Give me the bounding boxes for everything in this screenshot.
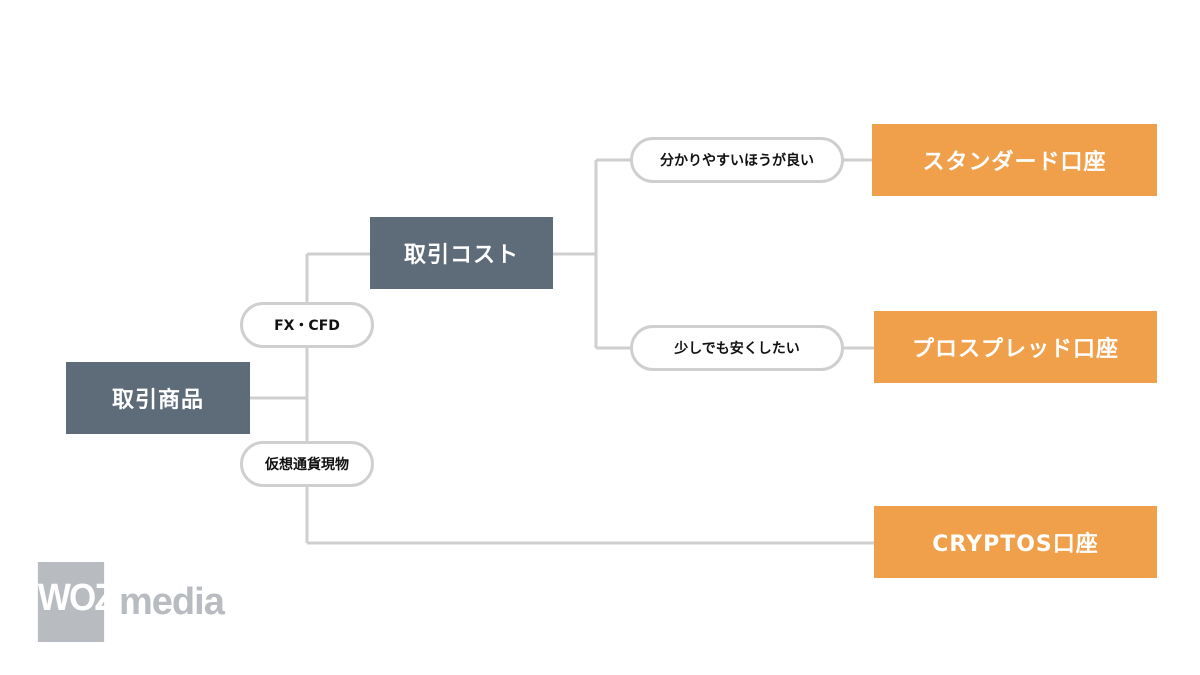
label-crypto-spot: 仮想通貨現物 [240,441,374,487]
node-standard: スタンダード口座 [872,124,1157,196]
node-prospread: プロスプレッド口座 [874,311,1157,383]
node-cryptos: CRYPTOS口座 [874,506,1157,578]
node-root: 取引商品 [66,362,250,434]
woz-media-logo: WOZ media [35,562,225,642]
label-easy: 分かりやすいほうが良い [630,137,844,183]
logo-media: media [119,581,225,623]
node-cost: 取引コスト [370,217,553,289]
label-cheap: 少しでも安くしたい [630,325,844,371]
logo-woz: WOZ [37,562,116,642]
label-fx-cfd: FX・CFD [240,302,374,348]
